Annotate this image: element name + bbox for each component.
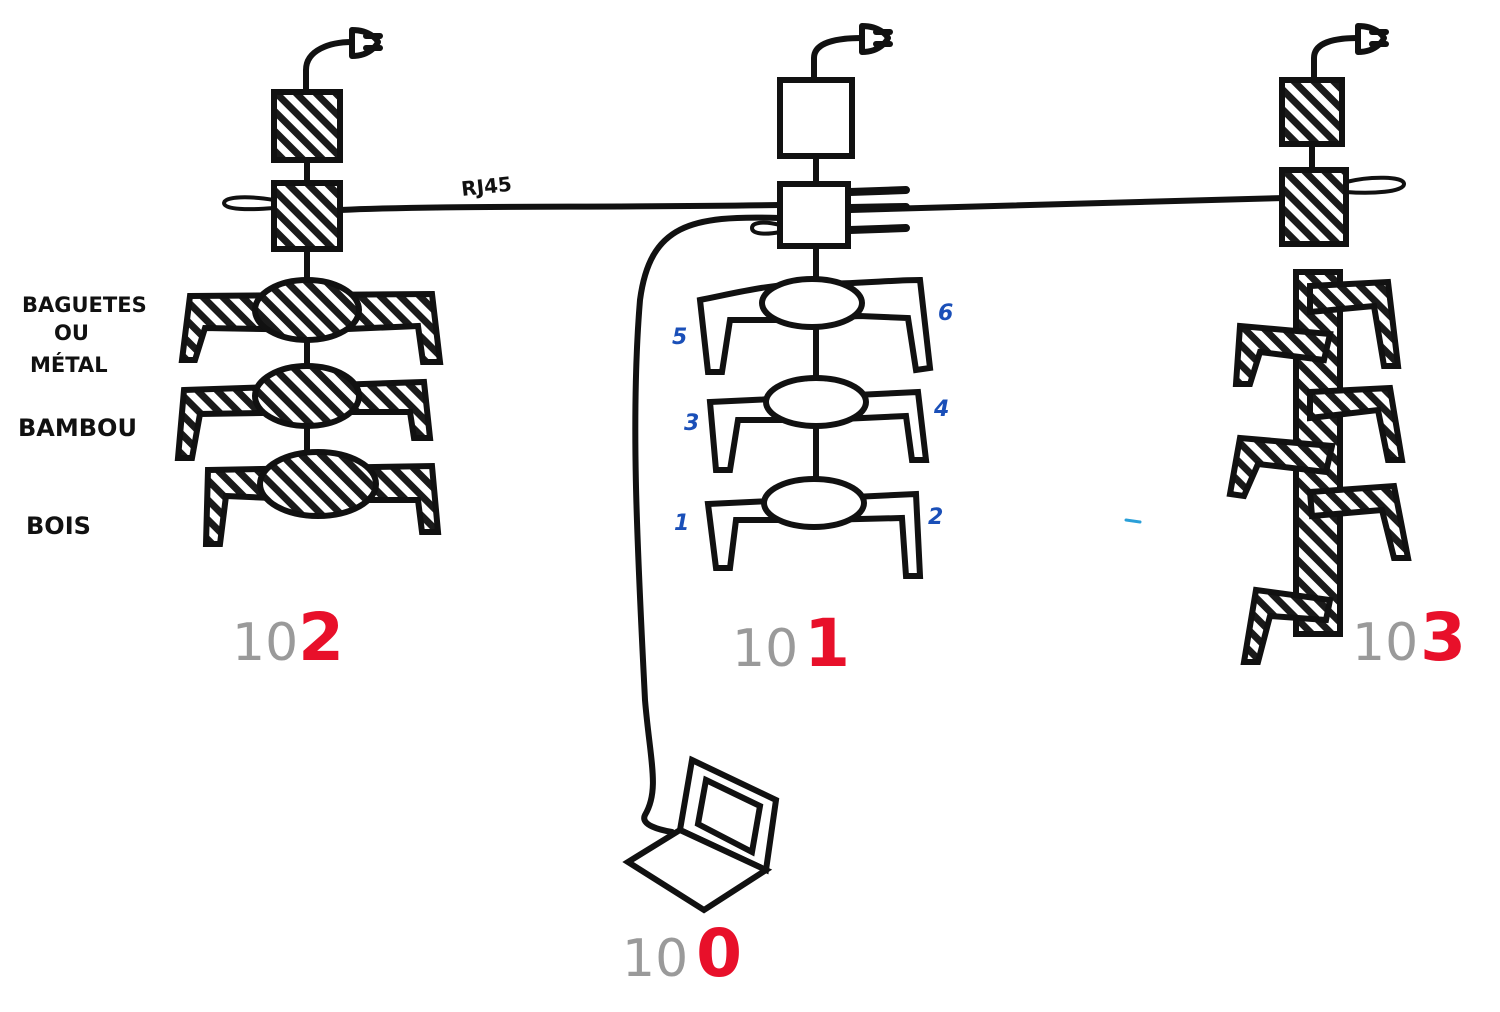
address-label: 101 [732,605,850,682]
controller-box [1279,167,1349,247]
leg-number: 6 [938,301,953,326]
body-segment [706,375,930,473]
leg-left [1226,434,1336,500]
power-cable-icon [1311,35,1361,83]
rj45-cable-left [337,202,783,213]
antenna-icon [750,220,782,236]
leg-number: 2 [928,505,943,530]
body-segment [704,476,924,579]
robot-right: 103 [1226,23,1466,676]
leg-right [1306,482,1412,561]
leg-number: 3 [684,411,699,436]
power-supply-box [271,89,343,163]
controller-box [777,181,851,249]
power-supply-box [777,77,855,159]
leg-left [1240,586,1334,665]
power-cable-icon [811,35,865,83]
power-plug-icon [349,27,383,59]
leg-number: 4 [933,397,949,422]
body-segment [174,363,434,461]
laptop-cable [632,214,783,835]
power-supply-box [1279,77,1345,147]
body-segment [696,276,934,375]
leg-left [1232,322,1334,387]
leg-right [1307,384,1406,463]
antenna-icon [1344,175,1406,195]
leg-number: 5 [672,325,687,350]
leg-numbers: 5 6 3 4 1 2 [672,301,953,536]
material-label-bois: BOIS [26,512,91,540]
power-cable-icon [303,39,355,95]
material-labels: BAGUETES OU MÉTAL BAMBOU BOIS [18,293,147,540]
power-plug-icon [859,23,893,55]
material-label-bambou: BAMBOU [18,414,137,442]
material-label-line: MÉTAL [30,352,108,377]
body-segment [202,449,442,547]
stray-mark [1124,518,1142,524]
controller-box [271,180,343,252]
power-plug-icon [1355,23,1389,55]
robot-left: BAGUETES OU MÉTAL BAMBOU BOIS 102 [18,27,444,676]
rj45-cable-right [847,195,1288,213]
usb-ports-icon [846,186,910,234]
robot-center: 5 6 3 4 1 2 101 [672,23,953,682]
address-label: 103 [1352,599,1466,676]
leg-right [1307,278,1402,369]
antenna-icon [222,195,276,212]
material-label-line: BAGUETES [22,293,147,317]
leg-number: 1 [674,511,689,536]
rj45-label: RJ45 [460,172,513,201]
body-segment [178,277,444,365]
material-label-line: OU [54,321,89,345]
address-label: 102 [232,599,344,676]
